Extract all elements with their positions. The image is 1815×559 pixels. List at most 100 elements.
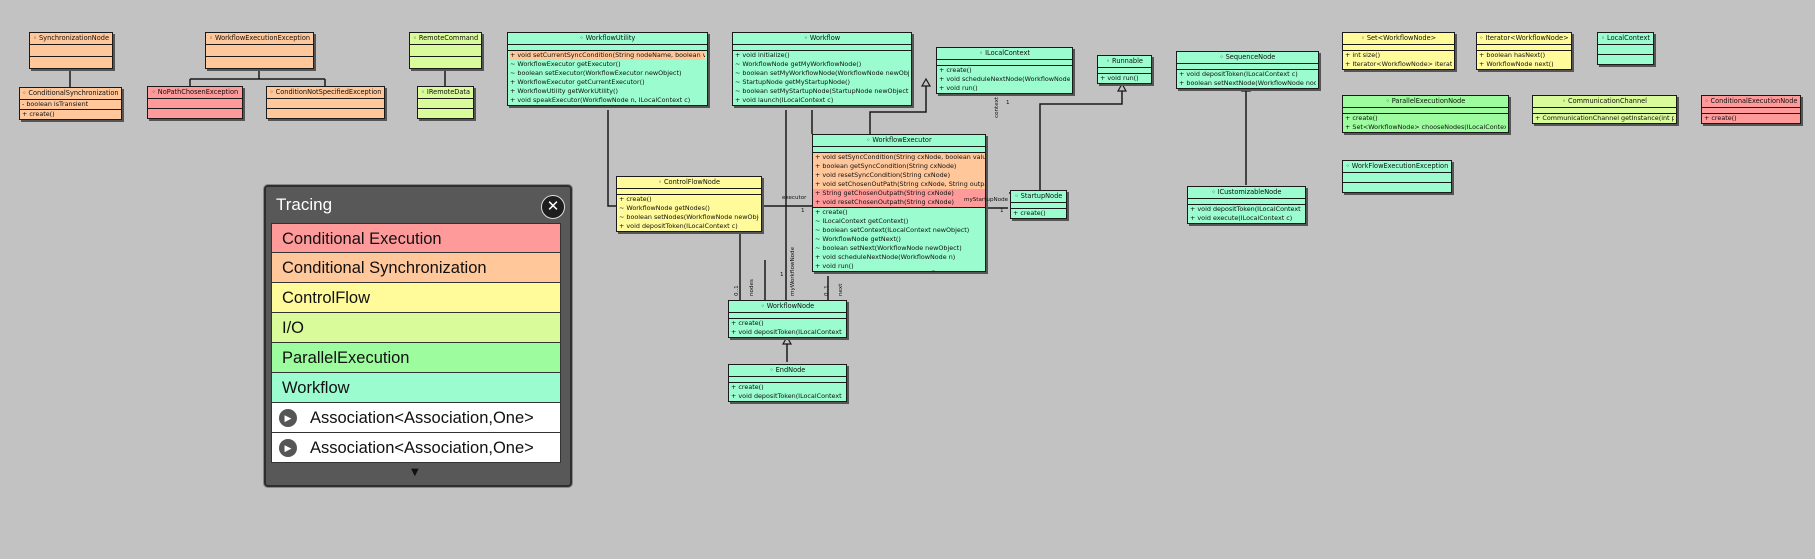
tracing-item-io[interactable]: I/O xyxy=(271,313,561,343)
operation: + create() xyxy=(731,319,764,327)
tracing-association-item[interactable]: ▶ Association<Association,One> xyxy=(271,403,561,433)
class-name-text: ILocalContext xyxy=(985,49,1030,57)
uml-interface-ilocalcontext[interactable]: ◦ ILocalContext + create() + void schedu… xyxy=(936,47,1073,94)
operation-section: + boolean hasNext() + WorkflowNode next(… xyxy=(1477,51,1571,69)
uml-class-workflownode[interactable]: ◦ WorkflowNode + create() + void deposit… xyxy=(728,300,847,338)
tracing-item-workflow[interactable]: Workflow xyxy=(271,373,561,403)
operation-section: + void run() xyxy=(1098,74,1151,83)
operation-section: + void initialize() ~ WorkflowNode getMy… xyxy=(733,51,911,105)
attribute-section xyxy=(206,45,313,57)
operation: + void scheduleNextNode(WorkflowNode n) xyxy=(815,253,956,261)
multiplicity-label: 1 xyxy=(1006,100,1010,106)
uml-interface-runnable[interactable]: ◦ Runnable + void run() xyxy=(1097,55,1152,84)
uml-class-remotecommand[interactable]: ◦ RemoteCommand xyxy=(409,32,482,69)
class-name-text: ConditionalExecutionNode xyxy=(1710,97,1798,105)
operation-section xyxy=(410,57,481,68)
attribute-section xyxy=(1188,199,1305,205)
uml-class-startupnode[interactable]: ◦ StartupNode + create() xyxy=(1010,190,1067,219)
tracing-list[interactable]: Conditional Execution Conditional Synchr… xyxy=(271,223,561,463)
operation: ~ ILocalContext getContext() xyxy=(815,217,909,225)
tracing-item-conditional-synchronization[interactable]: Conditional Synchronization xyxy=(271,253,561,283)
uml-class-workflowexecutor[interactable]: ◦ WorkflowExecutor + void setSyncConditi… xyxy=(812,134,986,272)
operation: + void depositToken(ILocalContext c) xyxy=(1179,70,1298,78)
tracing-association-item[interactable]: ▶ Association<Association,One> xyxy=(271,433,561,463)
operation-section: + void setCurrentSyncCondition(String no… xyxy=(508,51,707,105)
uml-class-conditionalsynchronization[interactable]: ◦ ConditionalSynchronization - boolean i… xyxy=(19,87,122,120)
attribute-section xyxy=(729,313,846,319)
tracing-item-conditional-execution[interactable]: Conditional Execution xyxy=(271,223,561,253)
attribute-section xyxy=(1702,108,1800,114)
uml-class-iremotedata[interactable]: ◦ IRemoteData xyxy=(417,86,474,119)
class-name: ◦ ConditionalExecutionNode xyxy=(1702,96,1800,108)
class-name: ◦ Iterator<WorkflowNode> xyxy=(1477,33,1571,45)
class-name: ◦ WorkFlowExecutionException xyxy=(1343,161,1451,173)
class-name-text: ControlFlowNode xyxy=(663,178,721,186)
operation: + boolean setNextNode(WorkflowNode node) xyxy=(1179,79,1316,87)
operation: ~ WorkflowNode getNext() xyxy=(815,235,901,243)
class-name: ◦ StartupNode xyxy=(1011,191,1066,203)
uml-class-workflowexecutionexception[interactable]: ◦ WorkflowExecutionException xyxy=(205,32,314,69)
class-name-text: WorkflowUtility xyxy=(585,34,636,42)
play-icon[interactable]: ▶ xyxy=(279,409,297,427)
uml-class-communicationchannel[interactable]: ◦ CommunicationChannel + CommunicationCh… xyxy=(1532,95,1677,124)
operation-section: + create() + void depositToken(ILocalCon… xyxy=(729,383,846,401)
operation-section: + void depositToken(ILocalContext c) + v… xyxy=(1188,205,1305,223)
class-name: ◦ WorkflowExecutor xyxy=(813,135,985,147)
uml-class-endnode[interactable]: ◦ EndNode + create() + void depositToken… xyxy=(728,364,847,402)
operation: ~ WorkflowExecutor getExecutor() xyxy=(510,60,621,68)
class-name-text: WorkflowNode xyxy=(766,302,815,310)
scroll-down-icon[interactable]: ▼ xyxy=(411,467,419,478)
operation: + create() xyxy=(731,383,764,391)
class-name: ◦ ICustomizableNode xyxy=(1188,187,1305,199)
operation-section: + create() xyxy=(1011,209,1066,218)
class-name: ◦ WorkflowUtility xyxy=(508,33,707,45)
operation: + void setSyncCondition(String cxNode, b… xyxy=(813,153,985,162)
class-name-text: ParallelExecutionNode xyxy=(1391,97,1466,105)
attribute-section xyxy=(1177,64,1318,70)
uml-class-nopathchosenexception[interactable]: ◦ NoPathChosenException xyxy=(147,86,243,119)
operation: ~ boolean setNext(WorkflowNode newObject… xyxy=(815,244,962,252)
tracing-panel[interactable]: Tracing ✕ Conditional Execution Conditio… xyxy=(264,185,572,487)
tracing-item-controlflow[interactable]: ControlFlow xyxy=(271,283,561,313)
class-name: ◦ ParallelExecutionNode xyxy=(1343,96,1508,108)
class-name: ◦ ILocalContext xyxy=(937,48,1072,60)
uml-class-controlflownode[interactable]: ◦ ControlFlowNode + create() ~ WorkflowN… xyxy=(616,176,762,232)
uml-class-conditionalexecutionnode[interactable]: ◦ ConditionalExecutionNode + create() xyxy=(1701,95,1801,124)
class-name: ◦ SequenceNode xyxy=(1177,52,1318,64)
tracing-item-parallelexecution[interactable]: ParallelExecution xyxy=(271,343,561,373)
operation-section: + create() ~ WorkflowNode getNodes() ~ b… xyxy=(617,195,761,231)
uml-class-synchronizationnode[interactable]: ◦ SynchronizationNode xyxy=(29,32,113,69)
class-name-text: WorkFlowExecutionException xyxy=(1351,162,1449,170)
operation: + create() xyxy=(813,207,985,217)
uml-class-workflowutility[interactable]: ◦ WorkflowUtility + void setCurrentSyncC… xyxy=(507,32,708,106)
multiplicity-label: 1 xyxy=(801,208,805,214)
attribute-section xyxy=(937,60,1072,66)
class-name-text: LocalContext xyxy=(1607,34,1650,42)
class-name: ◦ NoPathChosenException xyxy=(148,87,242,99)
attribute: - boolean isTransient xyxy=(22,100,89,108)
operation: + void run() xyxy=(815,262,854,270)
uml-class-iterator-workflownode[interactable]: ◦ Iterator<WorkflowNode> + boolean hasNe… xyxy=(1476,32,1572,70)
operation: + create() xyxy=(1345,114,1378,122)
operation: + void execute(ILocalContext c) xyxy=(1190,214,1293,222)
attribute-section xyxy=(410,45,481,57)
class-name-text: EndNode xyxy=(775,366,806,374)
close-icon[interactable]: ✕ xyxy=(541,195,565,219)
uml-class-parallelexecutionnode[interactable]: ◦ ParallelExecutionNode + create() + Set… xyxy=(1342,95,1509,133)
class-name-text: RemoteCommand xyxy=(418,34,479,42)
uml-class-workflowexecutionexception-2[interactable]: ◦ WorkFlowExecutionException xyxy=(1342,160,1452,193)
operation: + create() xyxy=(1013,209,1046,217)
uml-class-sequencenode[interactable]: ◦ SequenceNode + void depositToken(ILoca… xyxy=(1176,51,1319,89)
uml-class-conditionnotspecifiedexception[interactable]: ◦ ConditionNotSpecifiedException xyxy=(266,86,385,119)
play-icon[interactable]: ▶ xyxy=(279,439,297,457)
operation-section: + create() + void scheduleNextNode(Workf… xyxy=(937,66,1072,93)
operation: + boolean getSyncCondition(String cxNode… xyxy=(813,162,985,171)
operation: + WorkflowNode next() xyxy=(1479,60,1554,68)
operation: ~ boolean setMyStartupNode(StartupNode n… xyxy=(735,87,909,95)
uml-class-localcontext[interactable]: ◦ LocalContext xyxy=(1597,32,1654,65)
class-name-text: ICustomizableNode xyxy=(1217,188,1282,196)
uml-class-set-workflownode[interactable]: ◦ Set<WorkflowNode> + int size() + Itera… xyxy=(1342,32,1455,70)
uml-interface-icustomizablenode[interactable]: ◦ ICustomizableNode + void depositToken(… xyxy=(1187,186,1306,224)
uml-class-workflow[interactable]: ◦ Workflow + void initialize() ~ Workflo… xyxy=(732,32,912,106)
